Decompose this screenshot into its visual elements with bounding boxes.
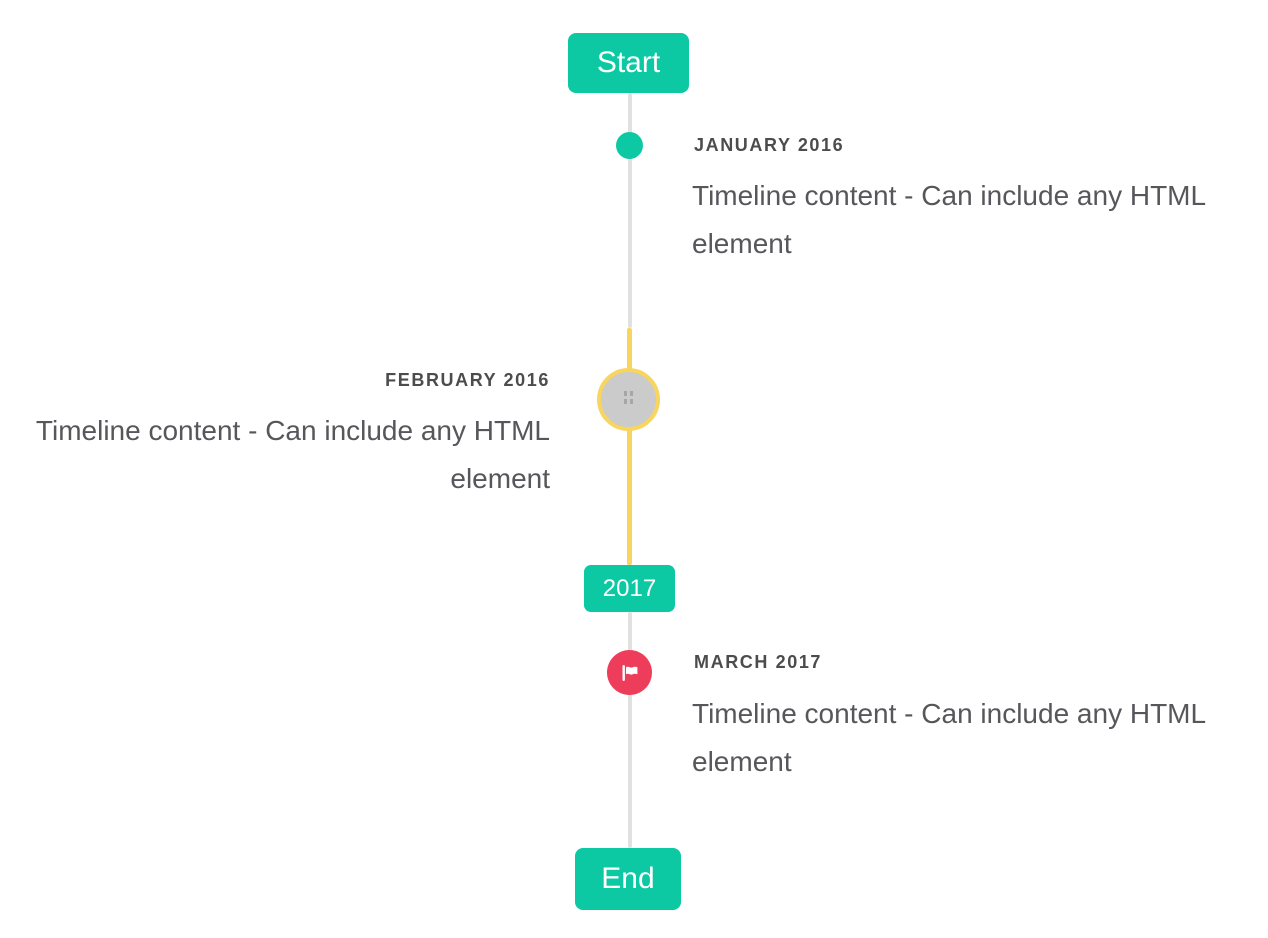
timeline-line-segment xyxy=(628,612,632,652)
timeline-marker-image-circle xyxy=(597,368,660,431)
entry-title-march-2017: MARCH 2017 xyxy=(694,652,823,672)
entry-title-february-2016: FEBRUARY 2016 xyxy=(385,370,550,390)
flag-icon xyxy=(618,661,642,685)
entry-content: Timeline content - Can include any HTML … xyxy=(692,698,1206,777)
entry-content: Timeline content - Can include any HTML … xyxy=(35,415,550,494)
timeline-marker-flag-circle xyxy=(607,650,652,695)
start-badge[interactable]: Start xyxy=(568,33,689,93)
entry-title-january-2016: JANUARY 2016 xyxy=(694,135,845,155)
broken-image-icon xyxy=(624,391,627,396)
timeline-line-segment xyxy=(628,93,632,328)
end-badge[interactable]: End xyxy=(575,848,681,910)
entry-content: Timeline content - Can include any HTML … xyxy=(692,180,1206,259)
timeline-line-segment-highlighted xyxy=(627,328,632,565)
timeline-marker-dot xyxy=(616,132,643,159)
timeline-line-segment xyxy=(628,694,632,848)
year-badge[interactable]: 2017 xyxy=(584,565,675,612)
